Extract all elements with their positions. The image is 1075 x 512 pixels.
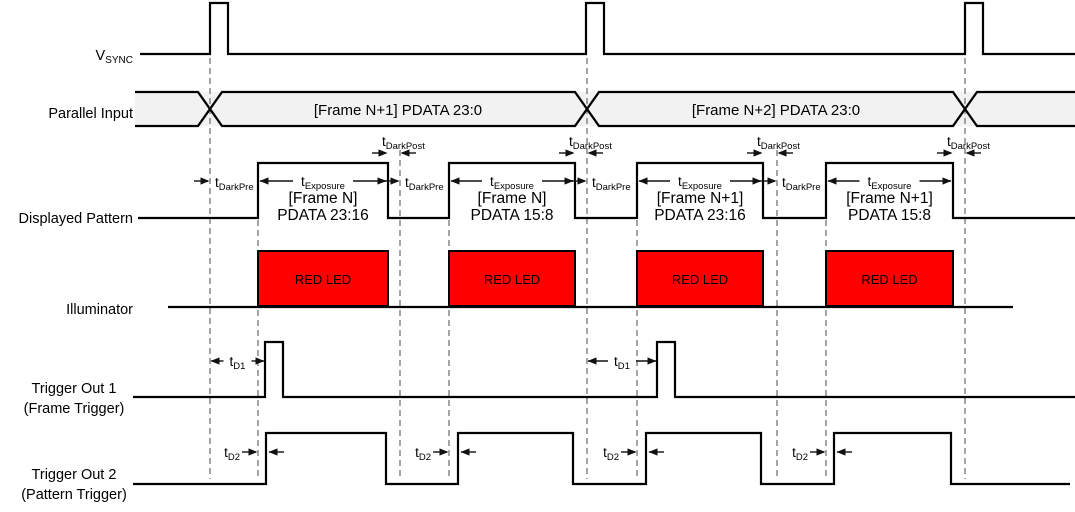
- arrowhead: [767, 177, 777, 185]
- row-label-displayed-pattern: Displayed Pattern: [18, 211, 133, 227]
- led-label: RED LED: [672, 272, 728, 287]
- displayed-pattern-waveform: [138, 161, 1075, 220]
- frame-label-line2: PDATA 23:16: [654, 207, 746, 224]
- t-d2-label: tD2: [415, 445, 431, 463]
- row-label-parallel-input: Parallel Input: [48, 106, 133, 122]
- t-darkpre-label: tDarkPre: [782, 175, 821, 193]
- frame-label-line1: [Frame N+1]: [657, 190, 744, 207]
- arrowhead: [943, 149, 953, 157]
- t-darkpost-label: tDarkPost: [569, 134, 612, 152]
- t-darkpost-label: tDarkPost: [382, 134, 425, 152]
- t-darkpost-label: tDarkPost: [757, 134, 800, 152]
- t-exposure-label: tExposure: [868, 174, 912, 192]
- arrowhead: [638, 177, 648, 185]
- frame-label-line1: [Frame N+1]: [846, 190, 933, 207]
- row-label-trigger-out-1: Trigger Out 1 (Frame Trigger): [0, 379, 148, 419]
- arrowhead: [577, 177, 587, 185]
- trigger2-label-line1: Trigger Out 2: [31, 467, 117, 483]
- red-led-block: [825, 250, 954, 307]
- frame-label-line2: PDATA 23:16: [277, 207, 369, 224]
- arrowhead: [259, 177, 269, 185]
- arrowhead: [200, 177, 210, 185]
- arrowhead: [390, 177, 400, 185]
- arrowhead: [648, 448, 658, 456]
- trigger2-label-line2: (Pattern Trigger): [21, 487, 127, 503]
- row-label-illuminator: Illuminator: [66, 302, 133, 318]
- frame-label-line2: PDATA 15:8: [471, 207, 554, 224]
- arrowhead: [647, 357, 657, 365]
- arrowhead: [627, 448, 637, 456]
- arrowhead: [836, 448, 846, 456]
- row-label-vsync: VSYNC: [0, 46, 133, 68]
- arrowhead: [777, 149, 787, 157]
- arrowhead: [564, 177, 574, 185]
- bus-segment-label: [Frame N+2] PDATA 23:0: [692, 102, 860, 119]
- vsync-waveform: [140, 1, 1075, 56]
- red-led-block: [636, 250, 764, 307]
- frame-label-line1: [Frame N]: [289, 190, 358, 207]
- arrowhead: [587, 357, 597, 365]
- vsync-label-sub: SYNC: [105, 55, 133, 66]
- arrowhead: [400, 149, 410, 157]
- arrowhead: [942, 177, 952, 185]
- trigger-out-2-waveform: [133, 431, 1070, 486]
- arrowhead: [377, 177, 387, 185]
- arrowhead: [439, 448, 449, 456]
- red-led-block: [448, 250, 576, 307]
- frame-label-line1: [Frame N]: [478, 190, 547, 207]
- trigger1-label-line2: (Frame Trigger): [23, 401, 125, 417]
- t-darkpre-label: tDarkPre: [405, 175, 444, 193]
- vsync-label-base: V: [95, 48, 106, 64]
- t-darkpre-label: tDarkPre: [592, 175, 631, 193]
- led-label: RED LED: [295, 272, 351, 287]
- arrowhead: [565, 149, 575, 157]
- arrowhead: [248, 448, 258, 456]
- arrowhead: [460, 448, 470, 456]
- led-label: RED LED: [861, 272, 917, 287]
- t-d2-label: tD2: [224, 445, 240, 463]
- arrowhead: [255, 357, 265, 365]
- t-d1-label: tD1: [614, 354, 630, 372]
- trigger-out-1-waveform: [133, 340, 1075, 399]
- arrowhead: [210, 357, 220, 365]
- arrowhead: [378, 149, 388, 157]
- t-exposure-label: tExposure: [490, 174, 534, 192]
- row-label-trigger-out-2: Trigger Out 2 (Pattern Trigger): [0, 465, 148, 505]
- arrowhead: [965, 149, 975, 157]
- t-darkpost-label: tDarkPost: [947, 134, 990, 152]
- frame-label-line2: PDATA 15:8: [848, 207, 931, 224]
- t-exposure-label: tExposure: [678, 174, 722, 192]
- arrowhead: [268, 448, 278, 456]
- t-exposure-label: tExposure: [301, 174, 345, 192]
- parallel-input-bus: [135, 92, 1075, 126]
- arrowhead: [587, 149, 597, 157]
- arrowhead: [753, 149, 763, 157]
- arrowhead: [752, 177, 762, 185]
- trigger1-label-line1: Trigger Out 1: [31, 381, 117, 397]
- bus-segment-label: [Frame N+1] PDATA 23:0: [314, 102, 482, 119]
- arrowhead: [816, 448, 826, 456]
- arrowhead: [827, 177, 837, 185]
- t-d1-label: tD1: [230, 354, 246, 372]
- t-d2-label: tD2: [603, 445, 619, 463]
- led-label: RED LED: [484, 272, 540, 287]
- t-d2-label: tD2: [792, 445, 808, 463]
- t-darkpre-label: tDarkPre: [215, 175, 254, 193]
- arrowhead: [450, 177, 460, 185]
